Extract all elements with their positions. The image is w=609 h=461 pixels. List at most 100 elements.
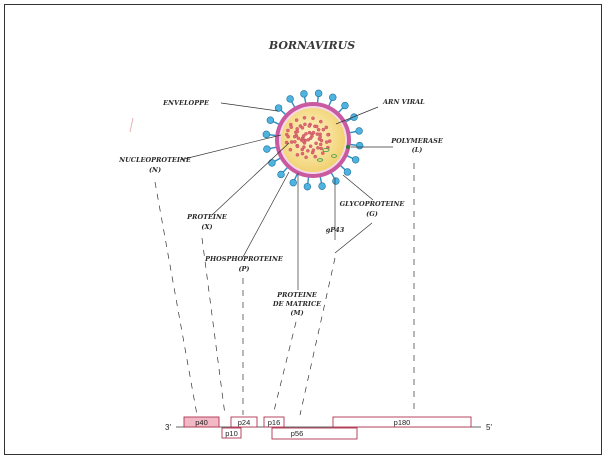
spike-head xyxy=(341,101,349,110)
rna-bead xyxy=(284,140,289,145)
leader-enveloppe xyxy=(220,102,279,112)
diagram-title: BORNAVIRUS xyxy=(268,39,355,52)
label-proteine-code: (X) xyxy=(201,223,212,231)
label-matrice-line1: PROTEINE xyxy=(276,291,318,299)
gene-label-p24: p24 xyxy=(238,418,251,427)
rna-bead xyxy=(303,122,307,127)
genome-end-3prime: 3' xyxy=(165,423,171,432)
gene-label-p16: p16 xyxy=(268,418,281,427)
leader-glyco-spike xyxy=(342,174,374,201)
gene-label-p40: p40 xyxy=(195,418,208,427)
spike-head xyxy=(350,113,358,121)
label-nucleoproteine: NUCLEOPROTEINE xyxy=(118,156,192,164)
rna-bead xyxy=(324,140,329,144)
gene-label-p10: p10 xyxy=(225,429,238,438)
gene-p56 xyxy=(271,427,358,440)
rna-bead xyxy=(314,124,319,129)
rna-bead xyxy=(300,147,304,152)
spike-head xyxy=(263,145,271,153)
rna-bead xyxy=(306,149,310,153)
labels: ENVELOPPE ARN VIRAL POLYMERASE (L) NUCLE… xyxy=(118,98,444,317)
spike-head xyxy=(300,90,308,98)
rna-bead xyxy=(301,134,306,138)
diagram-frame xyxy=(4,4,602,455)
spike-head xyxy=(274,104,283,112)
genome-map: 3' 5' p40 p24 p16 p180 p10 p56 xyxy=(165,416,492,440)
label-arn-viral: ARN VIRAL xyxy=(382,98,425,106)
rna-bead xyxy=(319,119,323,124)
spike-head xyxy=(332,177,340,185)
rna-bead xyxy=(327,139,332,143)
spike-head xyxy=(318,182,326,190)
leader-arn-viral xyxy=(335,106,379,125)
genome-end-5prime: 5' xyxy=(486,423,492,432)
label-matrice-code: (M) xyxy=(290,309,303,317)
viral-rna-coil xyxy=(284,116,332,160)
spike-head xyxy=(355,127,363,135)
polymerase-particle xyxy=(331,154,337,158)
gene-p16 xyxy=(263,416,285,428)
rna-bead xyxy=(311,116,315,121)
label-enveloppe: ENVELOPPE xyxy=(162,99,210,107)
leader-proteine-x xyxy=(211,142,290,216)
gene-label-p56: p56 xyxy=(291,429,304,438)
rna-bead xyxy=(286,128,290,133)
rna-bead xyxy=(302,145,306,149)
rna-bead xyxy=(319,146,323,151)
rna-bead xyxy=(321,151,325,155)
dashed-gene-lines xyxy=(154,163,415,416)
rna-bead xyxy=(315,132,320,136)
rna-bead xyxy=(300,126,305,130)
spike-head xyxy=(329,93,337,102)
label-phosphoproteine: PHOSPHOPROTEINE xyxy=(204,255,284,263)
rna-bead xyxy=(318,142,323,147)
rna-bead xyxy=(295,129,300,134)
gene-p10 xyxy=(221,427,242,439)
virion xyxy=(262,89,364,191)
rna-bead xyxy=(308,144,313,148)
polymerase-particle xyxy=(316,158,323,162)
leader-lines xyxy=(179,102,393,290)
label-gp43: gP43 xyxy=(326,226,345,234)
rna-bead xyxy=(293,140,297,144)
label-glycoproteine-code: (G) xyxy=(366,210,378,218)
spike-head xyxy=(277,170,285,179)
rna-bead xyxy=(295,153,300,157)
rna-bead xyxy=(292,134,297,139)
rna-bead xyxy=(294,118,299,122)
leader-nucleoproteine xyxy=(179,134,282,161)
rna-bead xyxy=(295,144,300,149)
label-glycoproteine: GLYCOPROTEINE xyxy=(340,200,406,208)
rna-bead xyxy=(316,127,321,132)
leader-phosphoproteine xyxy=(242,171,290,258)
dash-nucleoproteine xyxy=(154,181,198,416)
rna-bead xyxy=(316,146,320,150)
rna-bead xyxy=(307,124,312,128)
rna-bead xyxy=(300,151,305,156)
spike-head xyxy=(286,95,294,103)
rna-bead xyxy=(304,132,308,136)
label-phosphoproteine-code: (P) xyxy=(238,265,249,273)
rna-bead xyxy=(285,132,289,137)
rna-bead xyxy=(318,135,322,139)
rna-bead xyxy=(304,155,308,160)
gene-p40 xyxy=(183,416,220,428)
gene-p24 xyxy=(230,416,258,428)
rna-bead xyxy=(313,154,317,159)
pencil-mark xyxy=(129,117,134,133)
rna-bead xyxy=(311,130,316,135)
rna-bead xyxy=(314,141,318,146)
label-matrice-line2: DE MATRICE xyxy=(272,300,322,308)
label-nucleoproteine-code: (N) xyxy=(149,166,161,174)
rna-bead xyxy=(289,125,293,129)
spike-head xyxy=(351,156,360,164)
glycoprotein-spikes xyxy=(262,89,364,191)
leader-gp43-glyco xyxy=(334,222,373,254)
spike-head xyxy=(268,159,276,167)
rna-bead xyxy=(311,148,316,152)
rna-bead xyxy=(321,127,326,132)
spike-head xyxy=(355,141,364,150)
rna-bead xyxy=(296,136,301,141)
gene-p180 xyxy=(332,416,472,428)
